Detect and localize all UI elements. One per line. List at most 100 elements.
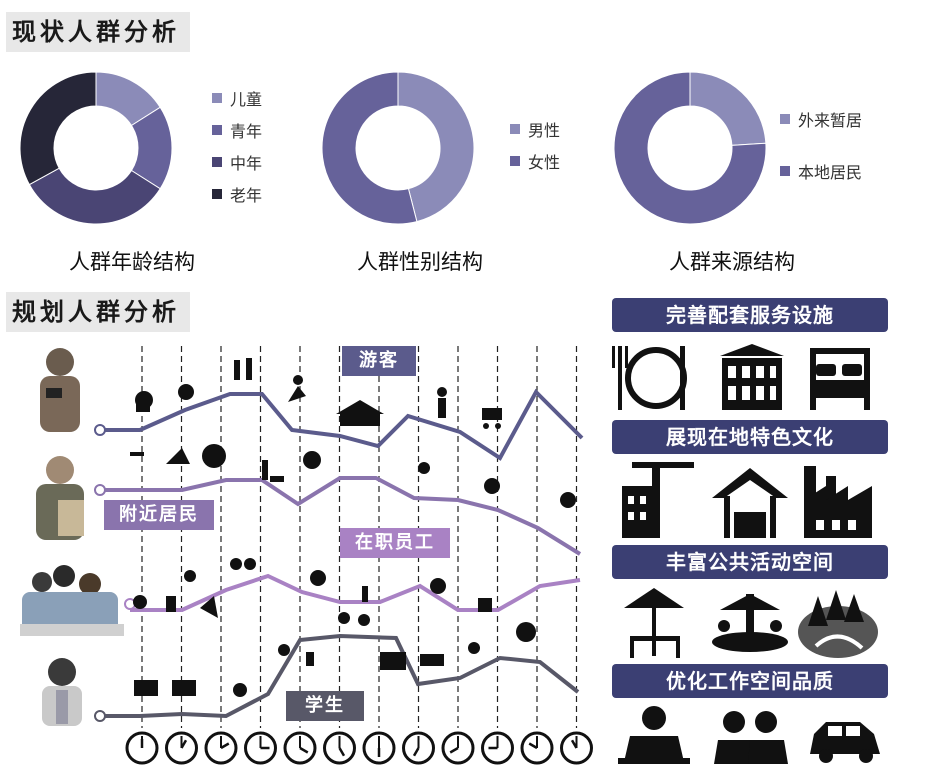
- temple-icon: [336, 400, 384, 426]
- kid-sock-icon: [306, 652, 314, 666]
- piggy-bank-icon: [516, 622, 536, 642]
- donut-slice-男性: [397, 71, 475, 223]
- music-dance-icon: [560, 492, 576, 508]
- grandparent-child-icon: [484, 478, 500, 494]
- clock-icon: [165, 731, 198, 765]
- legend-item: 女性: [510, 150, 560, 172]
- section-title-current: 现状人群分析: [6, 12, 190, 52]
- bike-icon: [230, 558, 256, 570]
- donut-slice-女性: [321, 71, 418, 225]
- yoga-icon: [166, 448, 190, 464]
- age-structure-caption: 人群年龄结构: [69, 250, 195, 274]
- gender-structure-donut: [321, 71, 475, 225]
- strategy-banner-4: 优化工作空间品质: [612, 664, 888, 698]
- carousel-icon: [712, 594, 788, 652]
- picnic-umbrella-icon: [624, 588, 684, 658]
- musical-kids-icon: [468, 642, 480, 654]
- student-line: [100, 633, 580, 719]
- legend-item: 本地居民: [780, 160, 862, 182]
- tourist-portrait: [40, 348, 80, 432]
- resident-portrait: [36, 456, 84, 540]
- coffee-icon: [478, 598, 492, 612]
- donut-slice-外来暂居: [689, 71, 767, 146]
- clock-icon: [362, 731, 396, 765]
- planned-timeline-diagram: [20, 346, 593, 765]
- student-desk-icon: [420, 654, 444, 666]
- plate-cutlery-icon: [612, 346, 687, 410]
- construction-crane-icon: [622, 462, 694, 538]
- wheelchair-icon: [303, 451, 321, 469]
- playing-kids-icon: [338, 612, 370, 626]
- donut-slice-老年: [19, 71, 97, 186]
- donut-slice-本地居民: [613, 71, 767, 225]
- clock-icon: [283, 731, 317, 765]
- legend-item: 中年: [212, 151, 262, 173]
- clock-icon: [560, 731, 593, 765]
- park-trees-icon: [798, 590, 878, 658]
- legend-item: 外来暂居: [780, 108, 862, 130]
- meeting-icon: [310, 570, 326, 586]
- camera-person-icon: [135, 391, 153, 412]
- clock-icon: [323, 731, 356, 765]
- kids-with-board-icon: [380, 652, 406, 670]
- origin-legend: 外来暂居 本地居民: [780, 108, 862, 182]
- age-structure-donut: [19, 71, 173, 225]
- camera-icon: [430, 578, 446, 594]
- tag-employee: 在职员工: [340, 528, 450, 558]
- family-walking-icon: [234, 358, 252, 380]
- walking-icon: [362, 586, 368, 602]
- balloon-kid-icon: [418, 462, 430, 474]
- leisure-icon: [184, 570, 196, 582]
- resident-line: [100, 476, 582, 556]
- building-storefront-icon: [720, 344, 784, 410]
- employees-portrait: [20, 565, 124, 636]
- strategy-icons: [612, 344, 880, 764]
- legend-item: 男性: [510, 118, 560, 140]
- stretching-icon: [130, 452, 144, 456]
- gender-structure-caption: 人群性别结构: [357, 250, 483, 274]
- pavilion-icon: [712, 468, 788, 538]
- strategy-banner-3: 丰富公共活动空间: [612, 545, 888, 579]
- dancing-woman-icon: [437, 387, 447, 418]
- legend-item: 儿童: [212, 87, 262, 109]
- falling-icon: [200, 596, 218, 618]
- dog-walking-icon: [262, 460, 284, 482]
- crawling-kid-icon: [233, 683, 247, 697]
- reading-icon: [133, 595, 147, 609]
- clock-icon: [244, 731, 277, 765]
- shopping-cart-icon: [482, 408, 502, 429]
- tag-resident: 附近居民: [104, 500, 214, 530]
- student-portrait: [42, 658, 82, 726]
- kid-running-icon: [278, 644, 290, 656]
- legend-item: 老年: [212, 183, 262, 205]
- employee-line: [130, 573, 581, 612]
- clock-icon: [481, 731, 514, 765]
- clock-icon: [402, 731, 435, 765]
- clock-icon: [204, 731, 238, 765]
- seated-person-icon: [166, 596, 176, 612]
- bed-icon: [810, 348, 870, 410]
- strategy-banner-2: 展现在地特色文化: [612, 420, 888, 454]
- clock-icon: [125, 731, 159, 765]
- origin-structure-caption: 人群来源结构: [669, 250, 795, 274]
- food-bowl-icon: [178, 384, 194, 400]
- baby-crib-icon: [134, 680, 158, 696]
- gender-legend: 男性 女性: [510, 118, 560, 172]
- clock-icon: [441, 731, 475, 765]
- running-person-icon: [288, 375, 306, 402]
- taichi-fan-icon: [202, 444, 226, 468]
- car-icon: [810, 722, 880, 763]
- tag-tourist: 游客: [342, 346, 416, 376]
- origin-structure-donut: [613, 71, 767, 225]
- tag-student: 学生: [286, 691, 364, 721]
- donut-slice-中年: [28, 167, 161, 225]
- strategy-banner-1: 完善配套服务设施: [612, 298, 888, 332]
- clock-icon: [520, 731, 554, 765]
- baby-crib-icon: [172, 680, 196, 696]
- section-title-planned: 规划人群分析: [6, 292, 190, 332]
- factory-icon: [804, 466, 872, 538]
- laptop-worker-icon: [618, 706, 690, 764]
- legend-item: 青年: [212, 119, 262, 141]
- tourist-line: [100, 388, 584, 461]
- age-legend: 儿童 青年 中年 老年: [212, 87, 262, 205]
